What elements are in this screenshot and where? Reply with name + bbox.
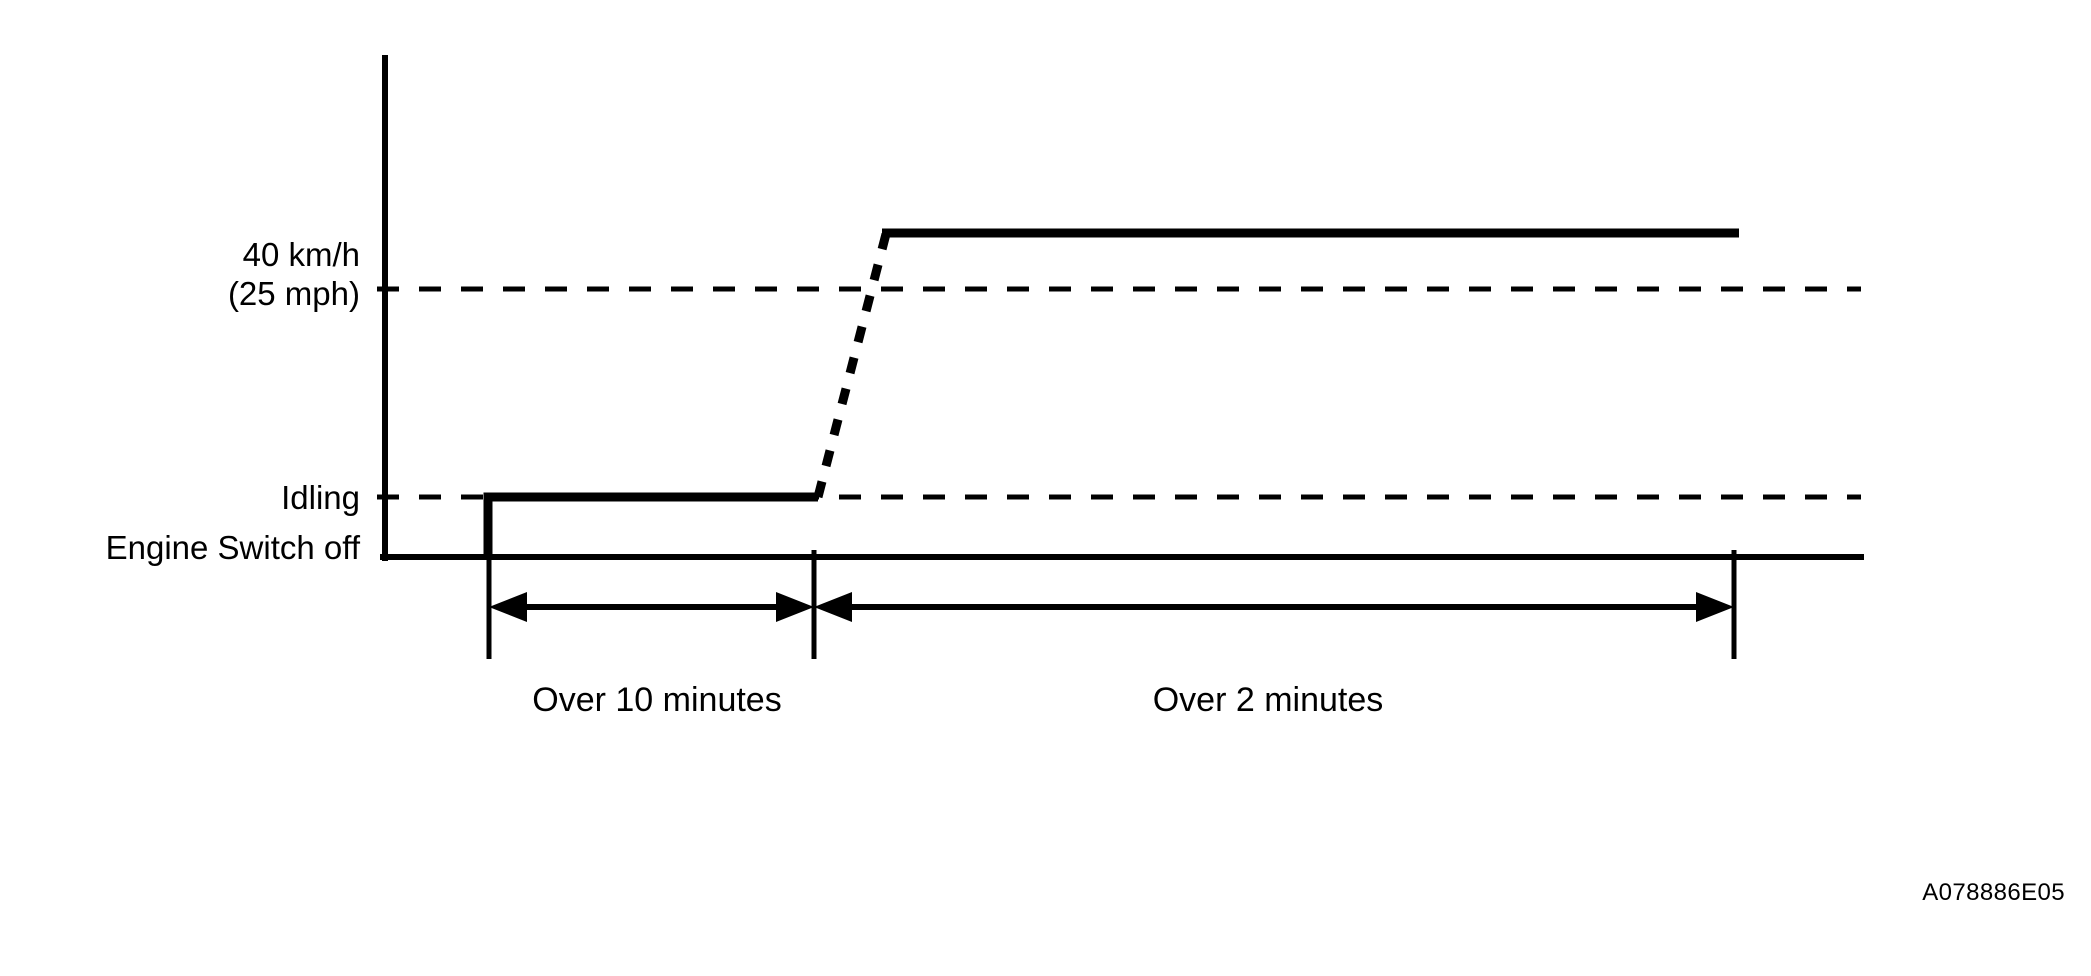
arrowhead-left-first — [489, 592, 527, 622]
y-axis-label-speed-threshold: 40 km/h(25 mph) — [60, 236, 360, 314]
y-axis-label-engine-switch-off: Engine Switch off — [105, 529, 360, 566]
signal-trace-idling — [483, 492, 818, 558]
figure-id-code: A078886E05 — [1922, 879, 2065, 906]
signal-trace-acceleration-ramp — [813, 232, 891, 499]
duration-label-first-phase: Over 10 minutes — [532, 681, 782, 719]
y-axis-label-idling: Idling — [281, 479, 360, 516]
dimension-arrow-first-phase — [489, 592, 814, 622]
dimension-arrow-second-phase — [814, 592, 1734, 622]
duration-label-second-phase: Over 2 minutes — [1152, 681, 1384, 719]
arrowhead-left-second — [814, 592, 852, 622]
arrowhead-right-first — [776, 592, 814, 622]
arrowhead-right-second — [1696, 592, 1734, 622]
speed-threshold-line2: (25 mph) — [227, 274, 360, 312]
speed-threshold-line1: 40 km/h — [242, 236, 360, 273]
